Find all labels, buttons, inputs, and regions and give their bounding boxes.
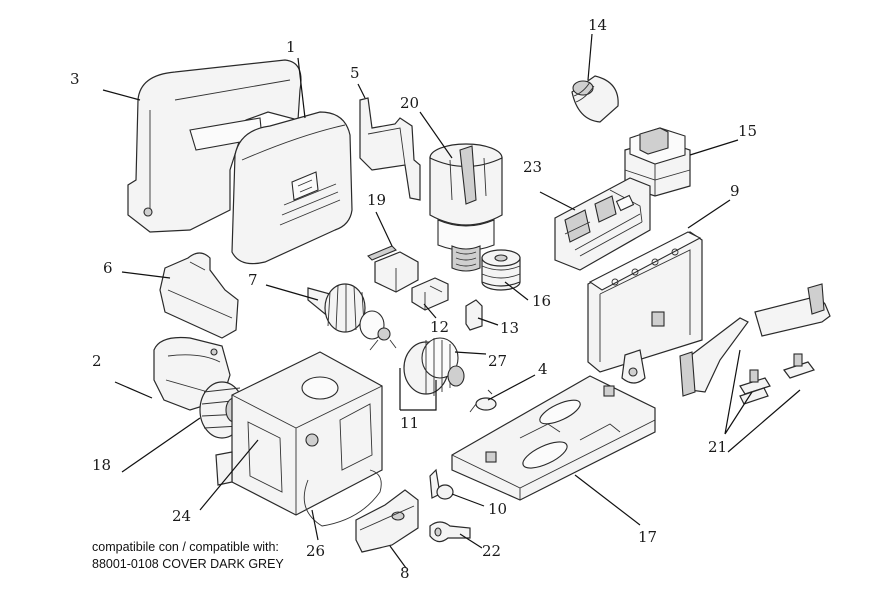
callout-16: 16 <box>532 292 551 310</box>
leader-16 <box>504 281 529 301</box>
leader-17 <box>574 474 641 526</box>
leader-22 <box>459 533 483 549</box>
leader-23 <box>539 191 576 211</box>
part-8-small-cover <box>355 489 419 553</box>
part-11-gear-assembly <box>403 337 465 396</box>
callout-12: 12 <box>430 318 449 336</box>
leader-lines <box>102 33 801 569</box>
part-24-gearbox-housing <box>215 351 383 516</box>
part-26-wire-seal <box>303 469 382 527</box>
callout-20: 20 <box>400 94 419 112</box>
callout-27: 27 <box>488 352 507 370</box>
part-12-connector <box>411 277 449 311</box>
callout-1: 1 <box>286 38 296 56</box>
leader-12 <box>423 303 437 319</box>
part-17-base-plate <box>451 375 656 501</box>
part-16-coil <box>481 249 521 291</box>
part-4-washer <box>469 389 497 413</box>
callout-3: 3 <box>70 70 80 88</box>
part-22-key <box>429 521 471 543</box>
compatibility-note-heading: compatibile con / compatible with: <box>92 540 279 554</box>
part-3-outer-cover <box>127 59 302 233</box>
callout-13: 13 <box>500 319 519 337</box>
leader-13 <box>477 317 499 326</box>
part-14-capacitor <box>571 75 619 123</box>
part-9-mounting-plate <box>587 231 703 384</box>
callout-19: 19 <box>367 191 386 209</box>
part-19-switch <box>367 245 419 293</box>
part-20-motor <box>429 143 503 272</box>
callout-21: 21 <box>708 438 727 456</box>
callout-8: 8 <box>400 564 410 582</box>
callout-18: 18 <box>92 456 111 474</box>
compatibility-note-part: 88001-0108 COVER DARK GREY <box>92 557 284 571</box>
callout-2: 2 <box>92 352 102 370</box>
part-5-bracket <box>359 97 421 201</box>
leader-27 <box>454 351 487 355</box>
leader-8 <box>389 545 407 569</box>
callout-17: 17 <box>638 528 657 546</box>
callout-23: 23 <box>523 158 542 176</box>
leader-9 <box>687 199 731 229</box>
callout-24: 24 <box>172 507 191 525</box>
callout-7: 7 <box>248 271 258 289</box>
callout-6: 6 <box>103 259 113 277</box>
leader-20 <box>419 111 453 159</box>
leader-4 <box>487 374 536 401</box>
leader-24 <box>199 439 259 511</box>
callout-15: 15 <box>738 122 757 140</box>
leader-26 <box>311 509 319 541</box>
callout-26: 26 <box>306 542 325 560</box>
callout-11: 11 <box>400 414 419 432</box>
leader-7 <box>265 284 319 301</box>
callout-9: 9 <box>730 182 740 200</box>
callout-10: 10 <box>488 500 507 518</box>
part-6-cover-piece <box>159 252 239 339</box>
leader-11 <box>399 368 437 411</box>
callout-22: 22 <box>482 542 501 560</box>
leader-2 <box>114 381 153 399</box>
leader-14 <box>587 33 593 81</box>
part-7-shaft-gear <box>307 283 397 351</box>
part-10-bolt <box>429 468 454 500</box>
callout-5: 5 <box>350 64 360 82</box>
leader-1 <box>297 57 306 119</box>
leader-21 <box>724 349 801 453</box>
leader-10 <box>451 493 485 507</box>
leader-5 <box>357 83 366 99</box>
leader-19 <box>375 211 393 247</box>
leader-6 <box>121 271 171 279</box>
leader-18 <box>121 417 201 473</box>
part-23-control-board <box>554 177 651 271</box>
leader-15 <box>689 139 739 156</box>
part-13-clip <box>465 299 483 331</box>
callout-14: 14 <box>588 16 607 34</box>
callout-4: 4 <box>538 360 548 378</box>
leader-3 <box>102 89 141 101</box>
part-1-motor-cover <box>231 111 353 265</box>
callout-labels: 1 2 3 4 5 6 7 8 9 10 11 12 13 14 15 16 1… <box>70 16 757 582</box>
